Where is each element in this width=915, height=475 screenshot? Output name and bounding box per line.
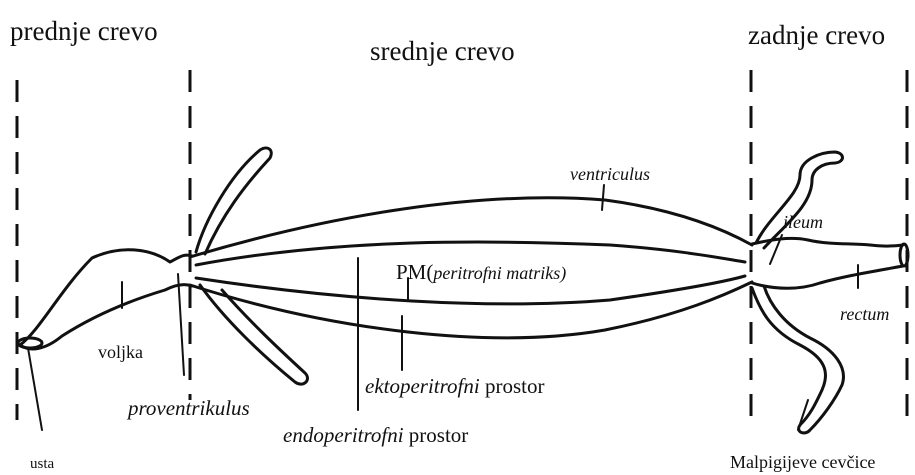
hindgut-label: zadnje crevo xyxy=(748,20,885,50)
foregut-label: prednje crevo xyxy=(10,16,158,46)
pm-label-italic: peritrofni matriks) xyxy=(431,263,566,284)
ekto-rest: prostor xyxy=(480,374,545,398)
ileum-upper xyxy=(752,238,903,246)
pointer-malpigijeve xyxy=(798,400,808,430)
ileum-lower xyxy=(752,266,903,288)
malpighian-lower xyxy=(752,286,843,433)
pm-label-prefix: PM( xyxy=(396,260,433,284)
malpigijeve-label: Malpigijeve cevčice xyxy=(730,452,875,472)
endo-italic: endoperitrofni xyxy=(283,423,404,447)
lower-caecum xyxy=(200,285,308,384)
pointer-ventriculus xyxy=(602,185,604,210)
malpighian-upper xyxy=(756,152,843,248)
endoperitrofni-label: endoperitrofni prostor xyxy=(283,423,468,447)
ektoperitrofni-label: ektoperitrofni prostor xyxy=(365,374,544,398)
proventrikulus-label: proventrikulus xyxy=(126,396,250,420)
pointer-proventrikulus xyxy=(178,274,184,375)
rectum-label: rectum xyxy=(840,304,889,324)
midgut-label: srednje crevo xyxy=(370,36,515,66)
pm-upper-line xyxy=(196,242,745,265)
ileum-label: ileum xyxy=(783,212,823,232)
pointer-usta xyxy=(28,348,42,430)
endo-rest: prostor xyxy=(404,423,469,447)
voljka-label: voljka xyxy=(98,342,143,362)
pm-label: PM(peritrofni matriks) xyxy=(396,260,566,284)
midgut-upper-wall xyxy=(190,198,752,257)
ekto-italic: ektoperitrofni xyxy=(365,374,480,398)
foregut-outline xyxy=(20,250,192,345)
usta-label: usta xyxy=(30,456,55,472)
ventriculus-label: ventriculus xyxy=(570,164,650,184)
anus xyxy=(900,244,908,266)
